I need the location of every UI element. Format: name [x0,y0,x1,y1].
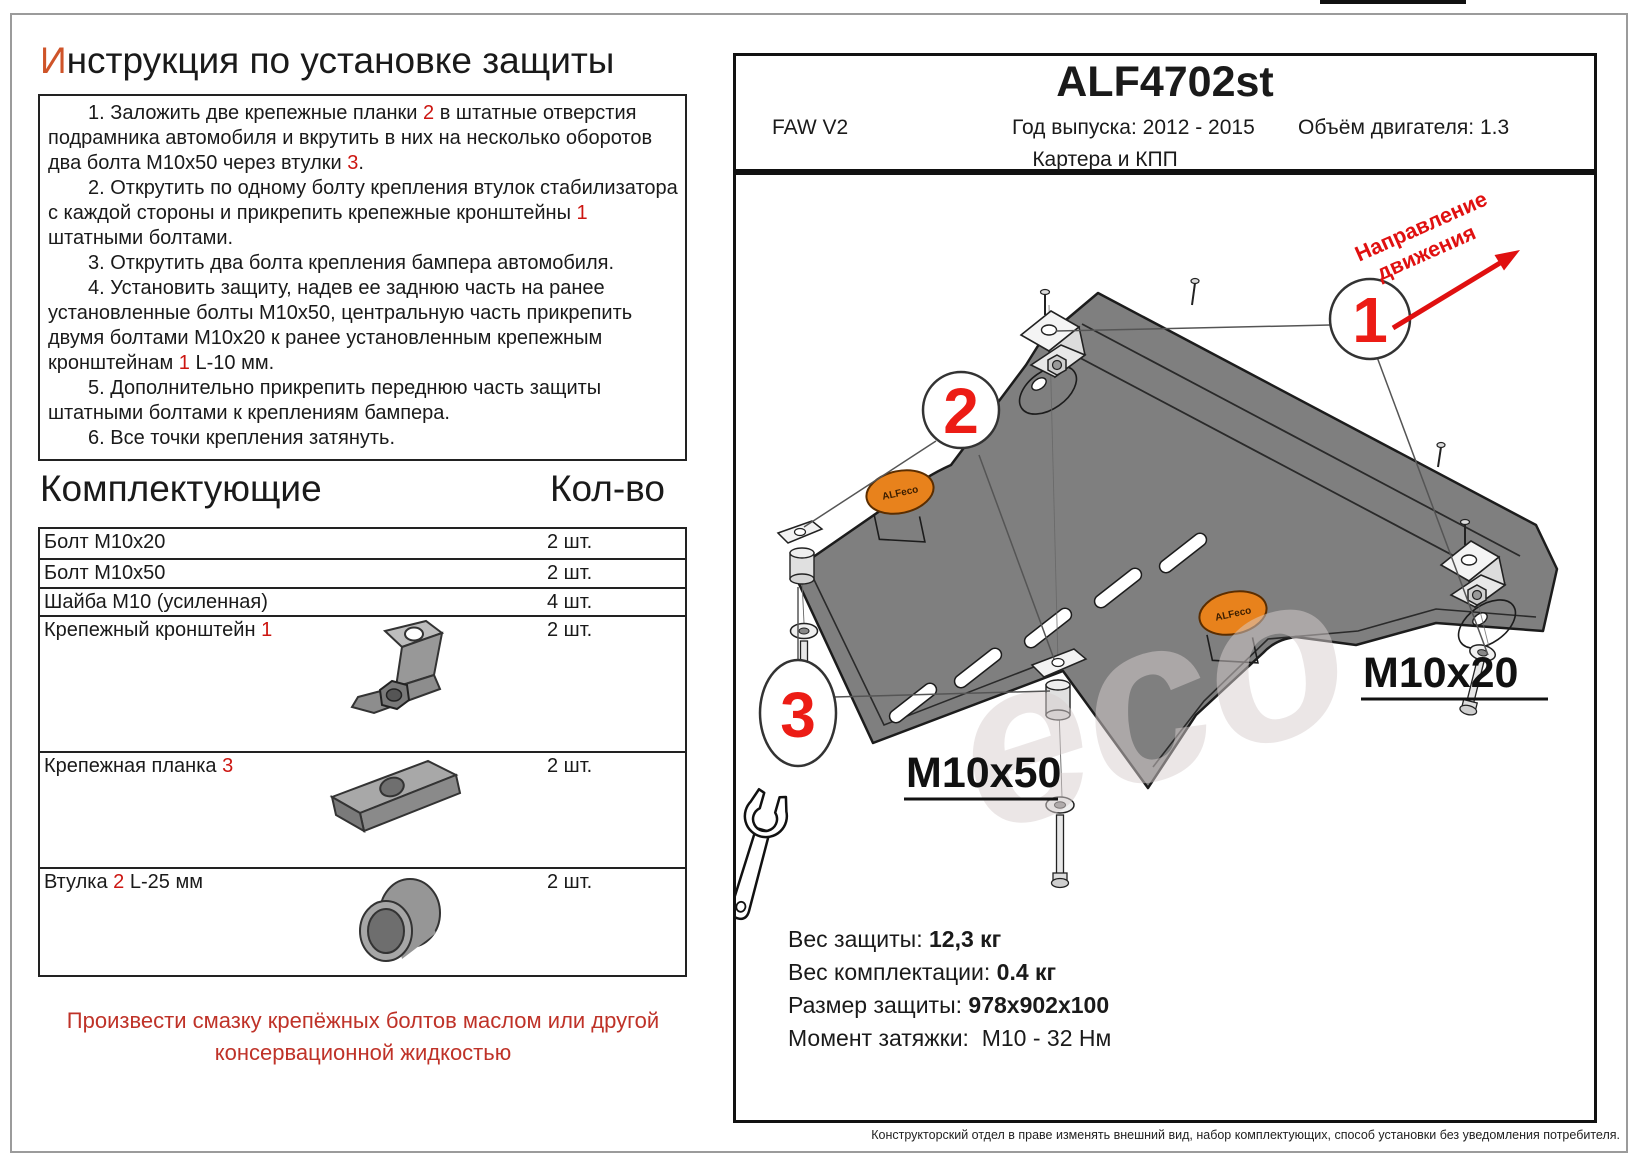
engine-volume: Объём двигателя: 1.3 [1298,116,1510,139]
stock-bolt-pins [1190,277,1446,468]
alfeco-logo-right: ALFeco [1198,590,1268,664]
grease-note: Произвести смазку крепёжных болтов масло… [66,1008,660,1065]
hardware-stack-center [1030,648,1088,889]
part-name: Болт М10х20 [44,531,166,553]
bracket-part-image [350,619,445,715]
diagram-drawing: ALFeco ALFeco [736,187,1559,921]
callout-2-circle [921,370,1001,450]
qty-heading: Кол-во [549,468,665,509]
part-qty: 2 шт. [547,871,593,893]
part-code: ALF4702st [1056,58,1274,106]
wrench-icon [736,787,789,921]
disclaimer: Конструкторский отдел в праве изменять в… [871,1128,1620,1142]
scan-artifact [1320,0,1466,4]
callout-3-circle [758,658,838,768]
part-qty: 4 шт. [547,591,593,613]
page-border [10,13,1628,1153]
table-row: Болт М10х50 2 шт. [40,558,685,587]
table-row: Втулка 2 L-25 мм 2 шт. [40,867,685,975]
year-range: Год выпуска: 2012 - 2015 [1012,116,1255,139]
part-name: Болт М10х50 [44,562,166,584]
spec-torque: Момент затяжки: М10 - 32 Нм [788,1025,1112,1051]
part-qty: 2 шт. [547,562,593,584]
page-title: Инструкция по установке защиты [40,40,614,82]
spec-weight: Вес защиты: 12,3 кг [788,926,1002,952]
callout-2-number: 2 [943,375,979,447]
part-name: Втулка 2 L-25 мм [44,871,203,893]
alfeco-logo-left: ALFeco [865,469,935,543]
mounting-bracket-right [1439,518,1507,609]
spec-kit-weight: Вес комплектации: 0.4 кг [788,959,1057,985]
part-name: Шайба М10 (усиленная) [44,591,268,613]
direction-arrow [1391,250,1520,331]
callout-3-number: 3 [780,679,816,751]
installation-steps: 1. Заложить две крепежные планки 2 в шта… [38,94,687,461]
hardware-stack-right [1459,644,1497,716]
components-table: Болт М10х20 2 шт. Болт М10х50 2 шт. Шайба … [38,527,687,977]
table-row: Крепежная планка 3 2 шт. [40,751,685,867]
specs-block: Вес защиты: 12,3 кг Вес комплектации: 0.… [788,923,1111,1055]
step-1: 1. Заложить две крепежные планки 2 в шта… [48,102,653,174]
callout-1-number: 1 [1352,284,1388,356]
label-m10x20: M10x20 [1363,649,1518,697]
bushing-part-image [359,878,441,962]
assembly-diagram: ALFeco ALFeco [733,172,1597,1123]
part-qty: 2 шт. [547,531,593,553]
components-heading: Комплектующие [40,468,322,509]
table-row: Шайба М10 (усиленная) 4 шт. [40,587,685,615]
mounting-bracket-top [1019,288,1087,379]
title-rest: нструкция по установке защиты [66,40,615,81]
part-name: Крепежный кронштейн 1 [44,619,273,641]
step-2: 2. Открутить по одному болту крепления в… [48,177,678,249]
spec-size: Размер защиты: 978x902x100 [788,992,1110,1018]
title-accent-letter: И [40,40,67,81]
components-heading-row: Комплектующие Кол-во [40,468,665,510]
part-name: Крепежная планка 3 [44,755,234,777]
plate-part-image [329,759,462,833]
title-block: ALF4702st FAW V2 Год выпуска: 2012 - 201… [733,53,1597,172]
step-3: 3. Открутить два болта крепления бампера… [88,252,615,274]
table-row: Болт М10х20 2 шт. [40,529,685,558]
step-4: 4. Установить защиту, надев ее заднюю ча… [48,277,633,374]
table-row: Крепежный кронштейн 1 2 шт. [40,615,685,751]
part-qty: 2 шт. [547,755,593,777]
step-5: 5. Дополнительно прикрепить переднюю час… [48,377,602,424]
vent-slots [888,532,1208,724]
vehicle-model: FAW V2 [772,116,849,139]
label-m10x50: M10x50 [906,749,1061,797]
protection-type: Картера и КПП [1032,148,1178,171]
step-6: 6. Все точки крепления затянуть. [88,427,396,449]
part-qty: 2 шт. [547,619,593,641]
